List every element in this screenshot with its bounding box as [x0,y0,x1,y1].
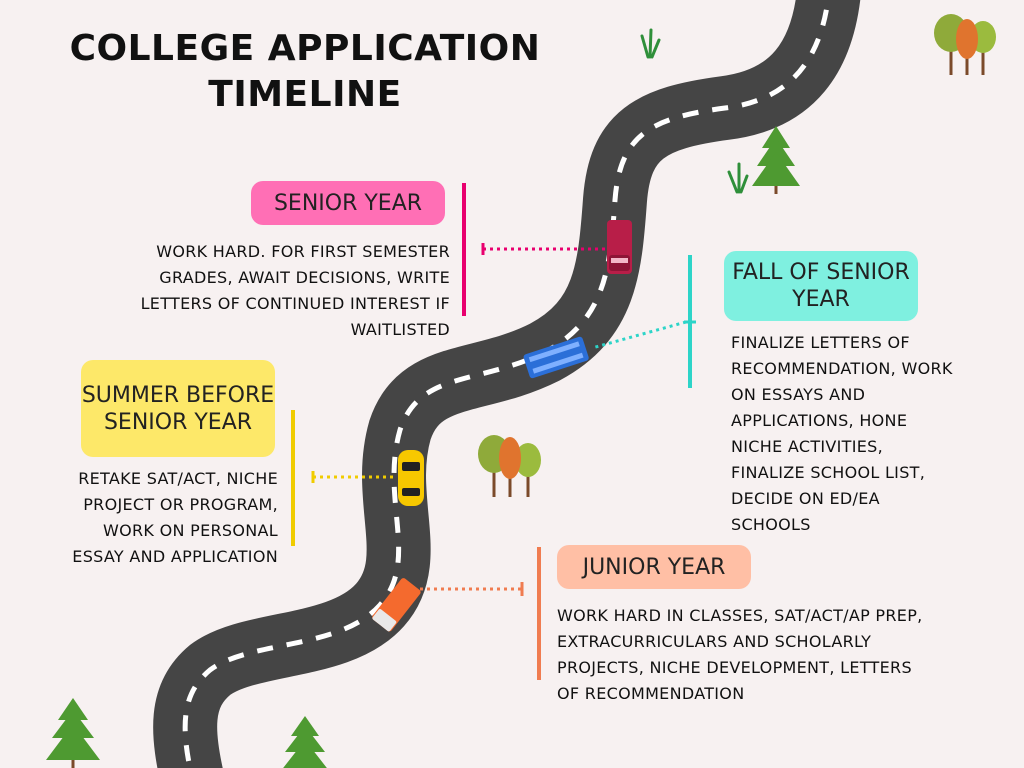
grass-tuft-icon [727,162,749,194]
stage-label-senior-year: SENIOR YEAR [251,181,445,225]
stage-description-summer-before-senior-year: RETAKE SAT/ACT, NICHE PROJECT OR PROGRAM… [72,469,278,566]
stage-description-fall-senior-year: FINALIZE LETTERS OF RECOMMENDATION, WORK… [731,333,953,534]
stage-label-junior-year: JUNIOR YEAR [557,545,751,589]
grass-tuft-icon [640,28,661,59]
pine-tree-icon [752,126,800,194]
road-lane-markings [182,0,831,768]
orange-truck-icon [372,578,421,632]
blue-bus-icon [523,336,589,379]
deciduous-trees-icon [478,435,541,497]
pine-tree-icon [46,698,100,768]
red-truck-icon [607,220,632,274]
senior-year-connector [462,183,607,316]
fall-senior-year-connector [591,255,696,388]
stage-description-senior-year: WORK HARD. FOR FIRST SEMESTER GRADES, AW… [140,242,450,339]
stage-label-summer-before-senior-year: SUMMER BEFORE SENIOR YEAR [81,360,275,457]
stage-description-junior-year: WORK HARD IN CLASSES, SAT/ACT/AP PREP, E… [557,606,923,703]
junior-year-connector [420,547,541,680]
yellow-car-icon [398,450,424,506]
stage-label-fall-senior-year: FALL OF SENIOR YEAR [724,251,918,321]
pine-tree-icon [283,716,327,768]
deciduous-trees-icon [934,14,996,75]
page-title: COLLEGE APPLICATION TIMELINE [69,28,541,115]
summer-before-senior-year-connector [291,410,395,546]
